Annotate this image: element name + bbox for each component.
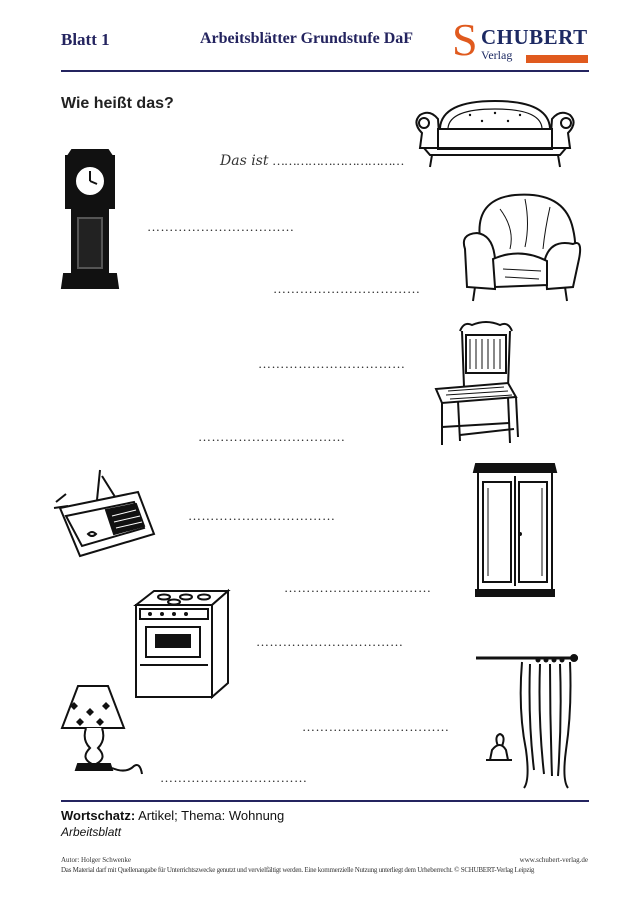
logo-initial: S [452,14,478,65]
publisher-logo: S CHUBERT Verlag [452,17,588,67]
answer-blank-2: …………………………… [147,219,295,234]
sofa-icon [415,99,575,168]
logo-bar [526,55,588,63]
curtain-icon [476,654,578,789]
worksheet-subtitle: Arbeitsblätter Grundstufe DaF [200,30,414,47]
document-type: Arbeitsblatt [61,825,122,839]
answer-blank-10: …………………………… [160,770,308,785]
author-credit: Autor: Holger Schwenke [61,856,131,864]
header-rule [61,70,589,72]
vocabulary-line: Wortschatz: Artikel; Thema: Wohnung [61,808,284,823]
answer-blank-7: …………………………… [284,580,432,595]
answer-blank-3: …………………………… [273,281,421,296]
logo-tagline: Verlag [481,48,513,62]
television-icon [53,469,156,558]
answer-blank-6: …………………………… [188,508,336,523]
chair-icon [434,321,519,445]
publisher-website: www.schubert-verlag.de [519,856,588,864]
logo-name: CHUBERT [481,25,588,49]
armchair-icon [462,193,582,302]
sheet-label: Blatt 1 [61,30,110,49]
answer-blank-9: …………………………… [302,719,450,734]
copyright-notice: Das Material darf mit Quellenangabe für … [61,866,535,874]
answer-blank-5: …………………………… [198,429,346,444]
table-lamp-icon [60,685,143,775]
stove-icon [133,588,231,700]
exercise-heading: Wie heißt das? [61,95,174,112]
example-prefix: Das ist [220,153,269,169]
footer-rule [61,800,589,802]
wardrobe-icon [472,463,558,597]
example-line: Das ist …………………………… [220,153,405,169]
answer-blank-4: …………………………… [258,356,406,371]
vocabulary-text: Artikel; Thema: Wohnung [138,808,285,823]
answer-blank-8: …………………………… [256,634,404,649]
grandfather-clock-icon [60,149,120,289]
answer-blank-1: …………………………… [272,153,405,168]
vocabulary-label: Wortschatz: [61,808,136,823]
